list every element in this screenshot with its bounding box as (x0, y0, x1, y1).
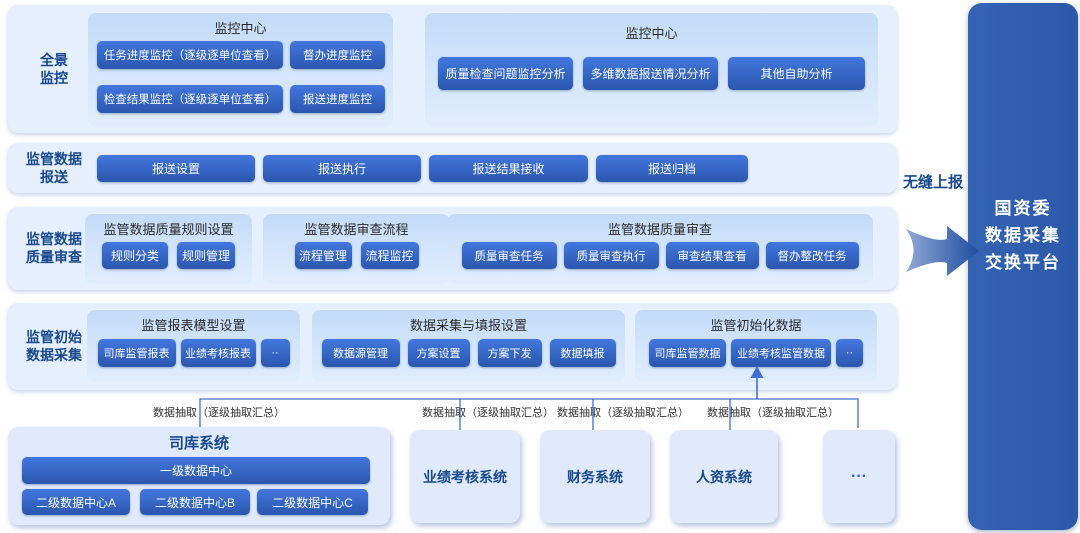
extract-label: 数据抽取（逐级抽取汇总） (153, 407, 285, 419)
platform-title-line: 交换平台 (985, 253, 1061, 272)
module-button[interactable]: 质量检查问题监控分析 (438, 57, 573, 90)
row-label-quality-review: 监管数据 质量审查 (16, 230, 92, 266)
module-button[interactable]: 质量审查执行 (563, 242, 659, 269)
band-quality-review: 监管数据 质量审查 监管数据质量规则设置 规则分类 规则管理 监管数据审查流程 … (8, 207, 897, 290)
platform-title-line: 国资委 (994, 199, 1052, 218)
group-title: 监控中心 (214, 21, 267, 36)
row-label-line: 质量审查 (26, 249, 82, 265)
group-report-model: 监管报表模型设置 司库监管报表 业绩考核报表 ·· (87, 310, 300, 382)
platform-sasac-exchange: 国资委 数据采集 交换平台 (968, 3, 1078, 530)
module-button[interactable]: 二级数据中心B (140, 489, 250, 515)
module-button[interactable]: 数据填报 (549, 339, 616, 367)
module-button[interactable]: 报送设置 (97, 155, 255, 182)
group-title: 监管数据质量规则设置 (103, 222, 234, 237)
group-monitor-center-right: 监控中心 质量检查问题监控分析 多维数据报送情况分析 其他自助分析 (425, 13, 878, 127)
extract-label: 数据抽取（逐级抽取汇总） (557, 407, 689, 419)
group-quality-review: 监管数据质量审查 质量审查任务 质量审查执行 审查结果查看 督办整改任务 (447, 214, 873, 284)
row-label-panorama: 全景 监控 (16, 51, 92, 87)
system-title: 司库系统 (168, 435, 229, 452)
module-button[interactable]: 二级数据中心A (22, 489, 130, 515)
module-button[interactable]: 其他自助分析 (728, 57, 865, 90)
system-title: 财务系统 (567, 468, 623, 485)
system-more: ··· (823, 430, 895, 523)
row-label-line: 全景 (40, 52, 68, 68)
ellipsis-label: ··· (851, 467, 867, 485)
row-label-reporting: 监管数据 报送 (16, 150, 92, 186)
module-button[interactable]: 报送进度监控 (290, 85, 385, 113)
group-review-flow: 监管数据审查流程 流程管理 流程监控 (263, 214, 450, 284)
module-button[interactable]: 报送归档 (596, 155, 748, 182)
module-button[interactable]: 报送执行 (263, 155, 421, 182)
module-button[interactable]: 督办进度监控 (290, 41, 385, 69)
system-treasury: 司库系统 一级数据中心 二级数据中心A 二级数据中心B 二级数据中心C (8, 427, 390, 525)
module-button[interactable]: 司库监管数据 (649, 339, 726, 367)
module-button[interactable]: 任务进度监控（逐级逐单位查看） (97, 41, 283, 69)
row-label-initial-data: 监管初始 数据采集 (16, 328, 92, 364)
module-button[interactable]: 审查结果查看 (665, 242, 759, 269)
extract-label: 数据抽取（逐级抽取汇总） (707, 407, 839, 419)
band-data-reporting: 监管数据 报送 报送设置 报送执行 报送结果接收 报送归档 (8, 143, 897, 193)
module-button[interactable]: 督办整改任务 (765, 242, 859, 269)
group-title: 监管数据质量审查 (607, 222, 712, 237)
row-label-line: 监管数据 (26, 151, 82, 167)
row-label-line: 监管初始 (26, 329, 82, 345)
group-monitor-center-left: 监控中心 任务进度监控（逐级逐单位查看） 督办进度监控 检查结果监控（逐级逐单位… (88, 13, 393, 127)
module-button-more[interactable]: ·· (260, 339, 290, 367)
band-initial-data-collection: 监管初始 数据采集 监管报表模型设置 司库监管报表 业绩考核报表 ·· 数据采集… (8, 303, 897, 390)
module-button[interactable]: 方案设置 (407, 339, 470, 367)
group-collection-fill-settings: 数据采集与填报设置 数据源管理 方案设置 方案下发 数据填报 (312, 310, 625, 382)
system-finance: 财务系统 (540, 430, 650, 523)
module-button[interactable]: 检查结果监控（逐级逐单位查看） (97, 85, 283, 113)
group-quality-rules: 监管数据质量规则设置 规则分类 规则管理 (85, 214, 252, 284)
module-button[interactable]: 业绩考核报表 (180, 339, 256, 367)
row-label-line: 监控 (40, 70, 68, 86)
group-title: 监管初始化数据 (710, 318, 802, 333)
system-hr: 人资系统 (670, 430, 778, 523)
module-button[interactable]: 质量审查任务 (461, 242, 557, 269)
module-button[interactable]: 流程监控 (360, 242, 419, 269)
module-button[interactable]: 一级数据中心 (22, 457, 370, 484)
row-label-line: 报送 (40, 169, 68, 185)
module-button[interactable]: 规则管理 (177, 242, 235, 269)
module-button[interactable]: 流程管理 (294, 242, 352, 269)
row-label-line: 监管数据 (26, 231, 82, 247)
seamless-report-label: 无缝上报 (903, 174, 964, 191)
module-button[interactable]: 数据源管理 (321, 339, 400, 367)
group-title: 监管报表模型设置 (141, 318, 246, 333)
group-initialized-data: 监管初始化数据 司库监管数据 业绩考核监管数据 ·· (635, 310, 877, 382)
module-button[interactable]: 多维数据报送情况分析 (583, 57, 718, 90)
group-title: 数据采集与填报设置 (409, 318, 527, 333)
group-title: 监控中心 (625, 26, 678, 41)
module-button[interactable]: 方案下发 (477, 339, 542, 367)
platform-title-line: 数据采集 (985, 226, 1061, 245)
extract-label: 数据抽取（逐级抽取汇总） (422, 407, 554, 419)
module-button[interactable]: 报送结果接收 (429, 155, 588, 182)
module-button[interactable]: 司库监管报表 (97, 339, 176, 367)
platform-title: 国资委 数据采集 交换平台 (968, 195, 1078, 276)
module-button[interactable]: 业绩考核监管数据 (731, 339, 831, 367)
system-title: 人资系统 (696, 468, 752, 485)
row-label-line: 数据采集 (26, 347, 82, 363)
module-button[interactable]: 二级数据中心C (257, 489, 368, 515)
module-button-more[interactable]: ·· (836, 339, 863, 367)
band-panorama-monitoring: 全景 监控 监控中心 任务进度监控（逐级逐单位查看） 督办进度监控 检查结果监控… (8, 5, 897, 133)
system-performance: 业绩考核系统 (410, 430, 520, 523)
group-title: 监管数据审查流程 (304, 222, 409, 237)
module-button[interactable]: 规则分类 (102, 242, 168, 269)
system-title: 业绩考核系统 (423, 468, 507, 485)
